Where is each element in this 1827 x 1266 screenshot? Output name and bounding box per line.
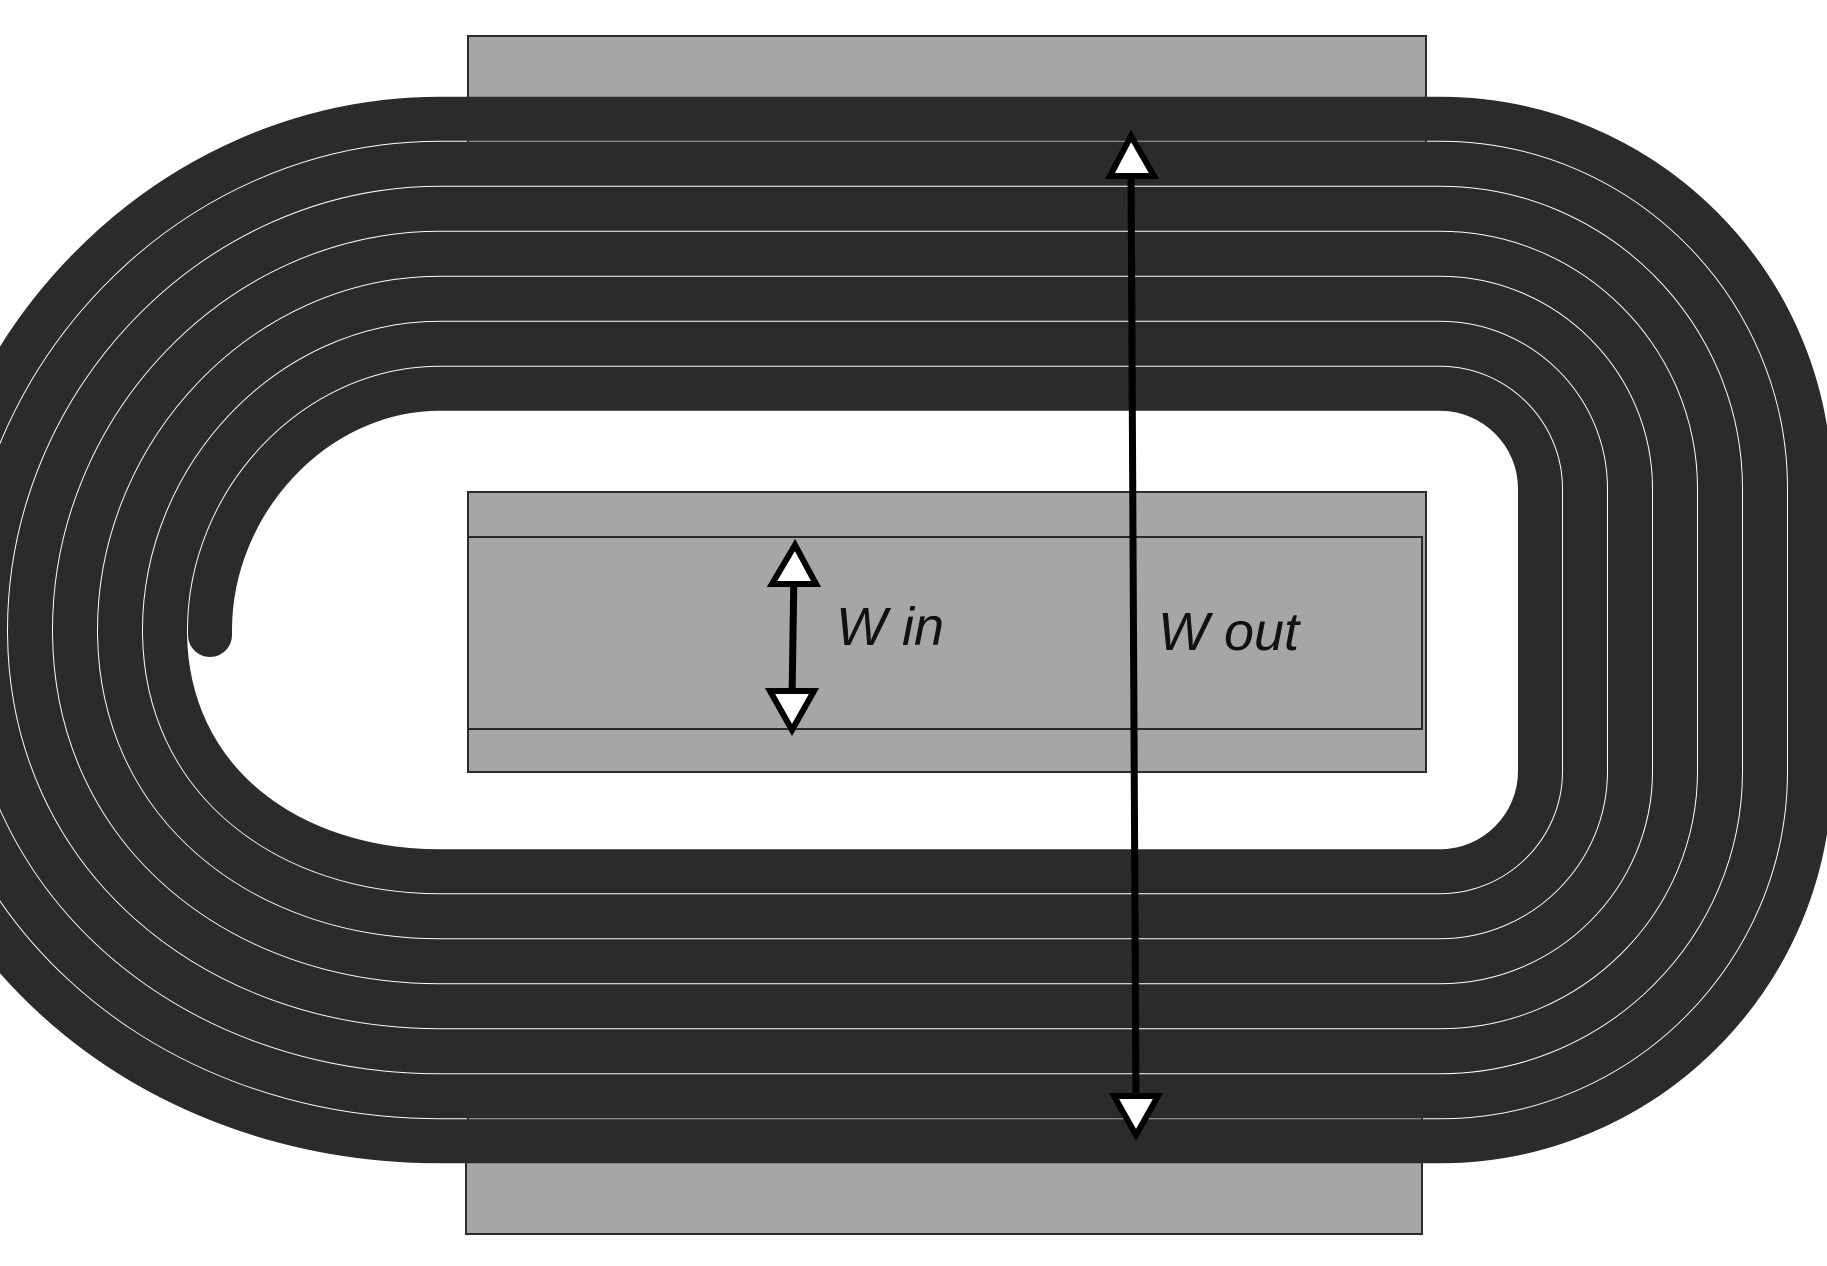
w-out-arrow-head-up (1105, 129, 1160, 179)
w-in-dimension (764, 538, 822, 737)
w-in-arrow-head-up (766, 538, 822, 587)
w-out-arrow-head-down (1108, 1093, 1164, 1142)
w-in-label: W in (836, 597, 944, 657)
winding-conductor (0, 96, 1827, 1164)
w-in-arrow-head-down (764, 688, 820, 737)
w-out-arrow-shaft (1127, 159, 1140, 1111)
w-in-arrow-shaft (788, 569, 798, 701)
spiral-winding (0, 96, 1827, 1164)
w-out-dimension (1105, 129, 1164, 1142)
core-plate-center (467, 536, 1423, 730)
w-out-label: W out (1158, 602, 1301, 662)
